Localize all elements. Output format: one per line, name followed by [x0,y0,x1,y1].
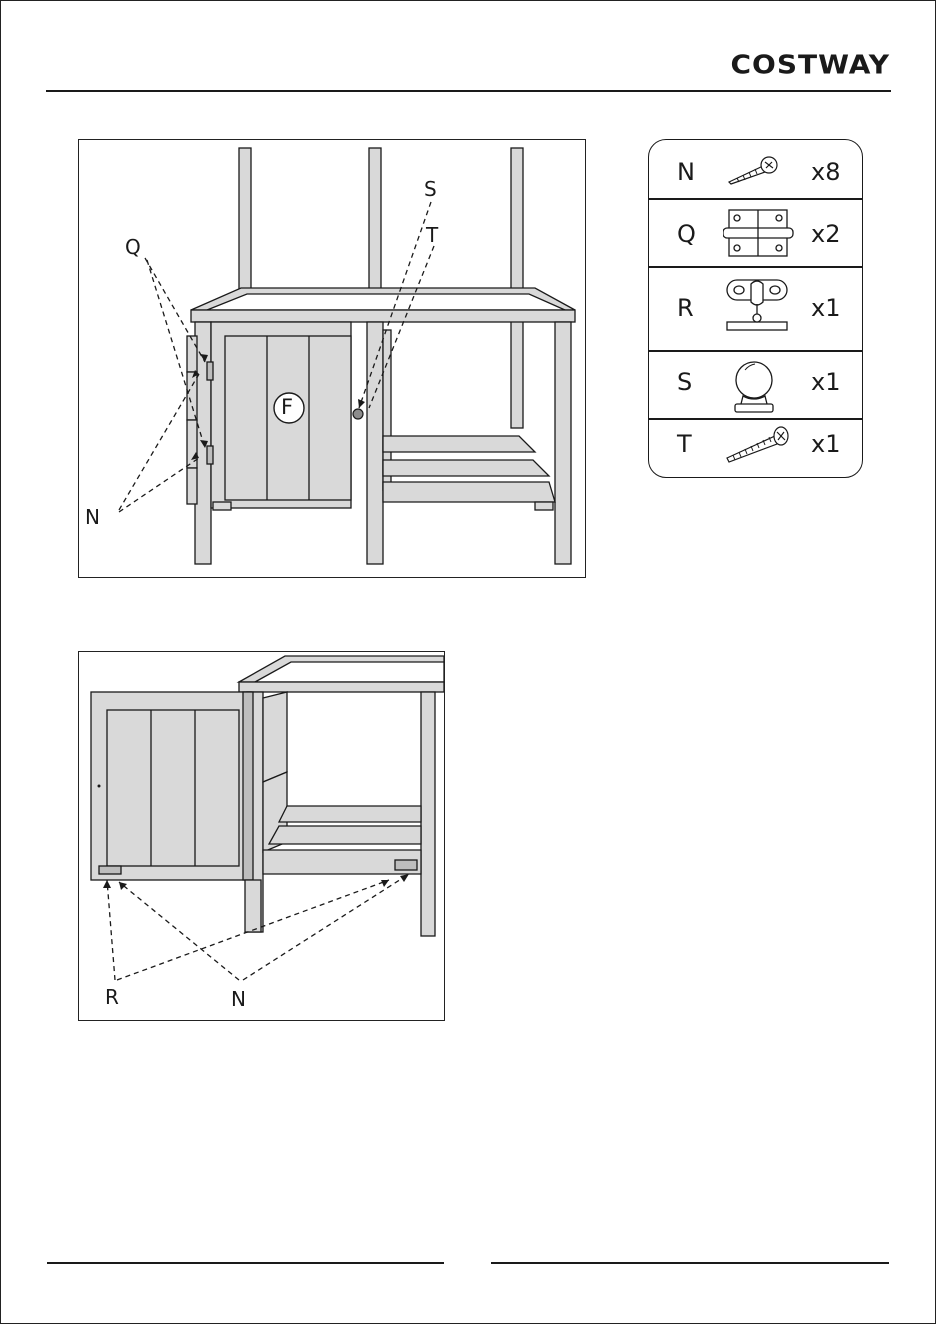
part-quantity: x1 [811,430,840,458]
row-divider [649,266,862,268]
part-quantity: x2 [811,220,840,248]
parts-row: T x1 [649,418,862,477]
row-divider [649,350,862,352]
knob-icon [723,356,785,416]
header-rule [46,90,891,92]
figure-catch-installation: R N [78,651,445,1021]
row-divider [649,198,862,200]
part-quantity: x8 [811,158,840,186]
callout-t: T [426,224,438,246]
magnetic-catch-icon [723,276,791,338]
part-quantity: x1 [811,368,840,396]
hinge-icon [723,206,795,260]
part-letter: R [677,294,694,322]
callout-n: N [231,988,246,1010]
figure-door-installation-drawing [79,140,585,577]
parts-row: R x1 [649,266,862,350]
figure-door-installation: Q N S T F [78,139,586,578]
parts-list: N x8 Q [648,139,863,478]
part-letter: S [677,368,692,396]
part-letter: T [677,430,692,458]
part-letter: Q [677,220,696,248]
parts-row: N x8 [649,140,862,198]
callout-r: R [105,986,119,1008]
parts-row: Q x2 [649,198,862,266]
brand-logo: COSTWAY [712,49,890,80]
callout-s: S [424,178,437,200]
row-divider [649,418,862,420]
callout-q: Q [125,236,141,258]
callout-n: N [85,506,100,528]
footer-rule-right [491,1262,889,1264]
screw-short-icon [723,154,783,188]
parts-row: S x1 [649,350,862,418]
figure-catch-installation-drawing [79,652,444,1020]
part-letter: N [677,158,695,186]
part-quantity: x1 [811,294,840,322]
screw-long-icon [723,424,793,464]
footer-rule-left [47,1262,444,1264]
callout-f: F [281,396,293,418]
